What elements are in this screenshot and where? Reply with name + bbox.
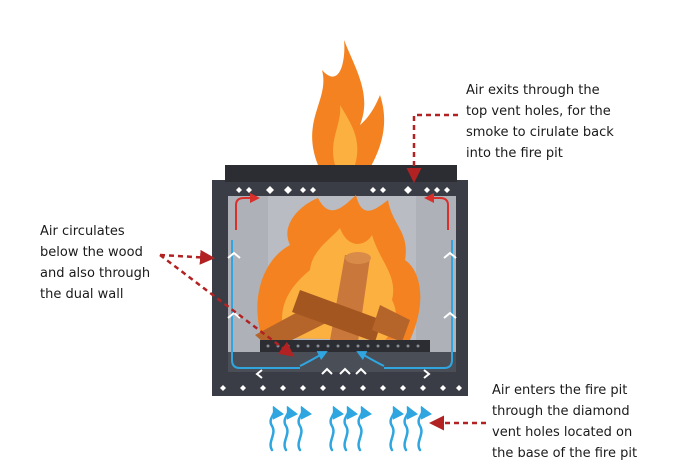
base-diamond-vents bbox=[220, 385, 462, 391]
leader-lines bbox=[159, 113, 486, 431]
hot-air-flow bbox=[235, 193, 449, 230]
wood-log-icon bbox=[255, 252, 410, 350]
diamond-vent-icon bbox=[236, 186, 450, 194]
leader-line-left-lower bbox=[159, 254, 295, 357]
air-circulation-flow bbox=[231, 240, 453, 369]
flame-icon bbox=[312, 40, 385, 168]
annotation-top-vents: Air exits through the top vent holes, fo… bbox=[466, 83, 614, 161]
wood-grate bbox=[260, 340, 430, 352]
annotation-dual-wall: Air circulates below the wood and also t… bbox=[40, 224, 151, 302]
annotation-base-vents: Air enters the fire pit through the diam… bbox=[492, 383, 638, 461]
fire-pit-lid bbox=[225, 165, 457, 182]
chevron-icon bbox=[227, 251, 457, 379]
air-wave-icon bbox=[269, 405, 433, 452]
